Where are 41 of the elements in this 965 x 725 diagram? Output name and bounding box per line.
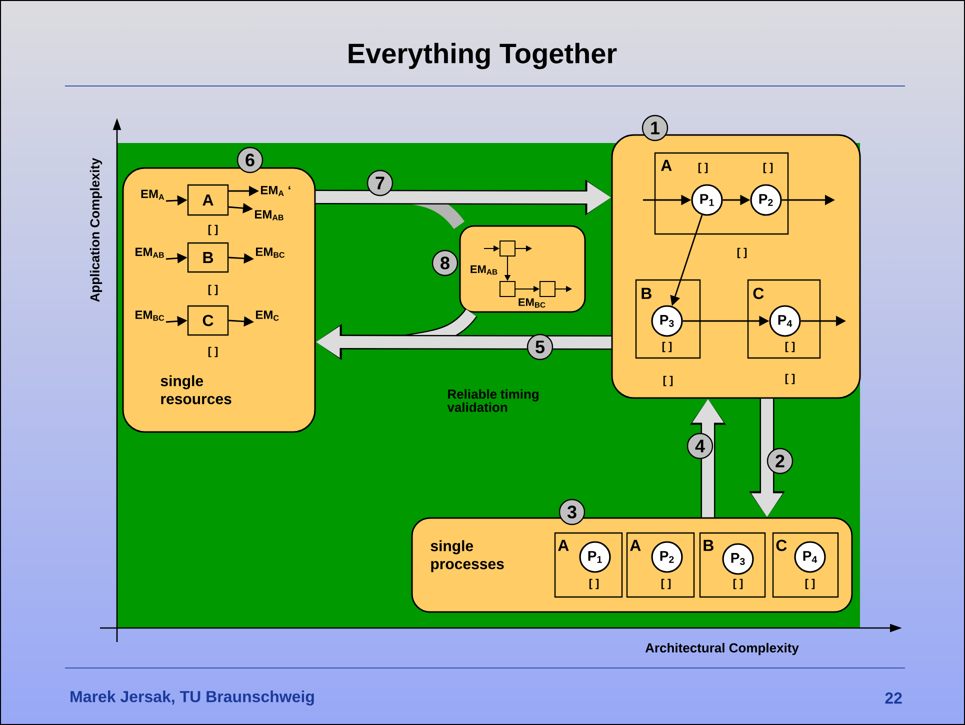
block-box — [540, 281, 556, 297]
block-box — [500, 240, 516, 256]
block-box — [500, 281, 516, 297]
axis-label: Architectural Complexity — [645, 642, 799, 656]
resource-box: B — [187, 242, 229, 273]
event-model-label: EM$_{AB}$ — [136, 248, 164, 258]
resource-box: A — [187, 184, 229, 216]
event-model-label: EM$_{BC}$ — [256, 248, 285, 258]
callout-number: 8 — [432, 250, 458, 276]
callout-number: 3 — [558, 498, 586, 526]
event-model-label: EM$_{BC}$ — [136, 310, 164, 321]
bracket-label: [ ] — [733, 578, 743, 590]
bracket-label: [ ] — [785, 342, 795, 352]
callout-number: 5 — [526, 334, 554, 360]
event-model-label: EM$_{C}$ — [256, 310, 279, 321]
bracket-label: [ ] — [805, 578, 815, 590]
callout-number: 6 — [236, 146, 264, 174]
bracket-label: [ ] — [698, 162, 708, 174]
bracket-label: [ ] — [763, 162, 773, 174]
footer-text: Marek Jersak, TU Braunschweig — [70, 690, 314, 706]
callout-number: 2 — [766, 448, 794, 474]
event-model-label: EM$_{A}$ ‘ — [261, 186, 290, 196]
bracket-label: [ ] — [589, 578, 599, 590]
axis-label: Application Complexity — [90, 158, 102, 302]
callout-number: 4 — [686, 432, 714, 460]
bracket-label: [ ] — [208, 284, 218, 296]
bracket-label: [ ] — [785, 374, 795, 384]
note-text: Reliable timing validation — [447, 389, 539, 412]
bracket-label: [ ] — [737, 248, 747, 258]
slide-title: Everything Together — [348, 42, 617, 70]
bracket-label: [ ] — [661, 578, 671, 590]
callout-number: 1 — [642, 114, 668, 142]
callout-number: 7 — [366, 170, 394, 196]
event-model-label: EM$_{AB}$ — [255, 210, 284, 220]
bracket-label: [ ] — [208, 224, 218, 236]
event-model-label: EM$_{A}$ — [141, 190, 164, 200]
bracket-label: [ ] — [208, 346, 218, 358]
page-number: 22 — [885, 692, 902, 704]
bracket-label: [ ] — [662, 342, 672, 352]
bracket-label: [ ] — [663, 376, 673, 386]
resource-box: C — [187, 305, 229, 336]
